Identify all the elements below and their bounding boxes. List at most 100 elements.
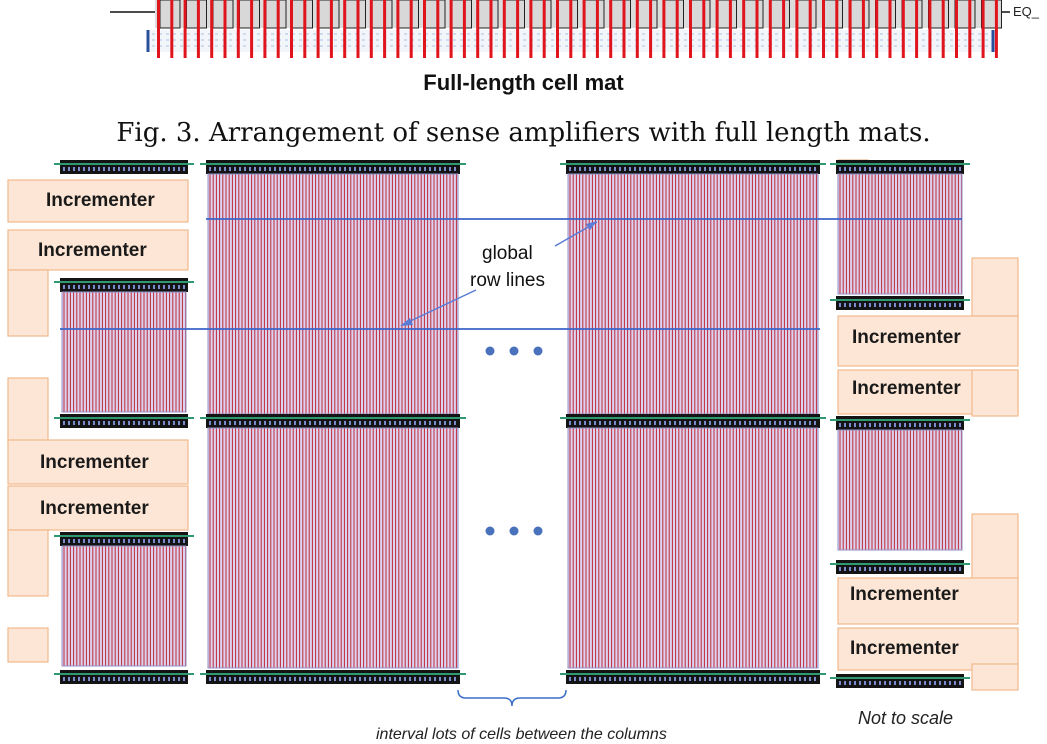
sense-amp-tick	[884, 567, 886, 571]
sense-amp-tick	[589, 677, 591, 681]
sense-amp-tick	[163, 677, 165, 681]
top-strip-red-bar	[848, 0, 852, 58]
sense-amp-tick	[954, 167, 956, 171]
sense-amp-tick	[183, 677, 185, 681]
sense-amp-tick	[654, 421, 656, 425]
cell-mat-border	[61, 291, 187, 413]
sense-amp-tick	[369, 677, 371, 681]
sense-amp-tick	[389, 167, 391, 171]
sense-amp-tick	[63, 285, 65, 289]
sense-amp-tick	[794, 167, 796, 171]
sense-amp-tick	[289, 167, 291, 171]
sense-amp-tick	[954, 567, 956, 571]
cell-mat-bg	[838, 174, 962, 294]
sense-amp-tick	[934, 681, 936, 685]
sense-amp-tick	[229, 677, 231, 681]
sense-amp-tick	[73, 539, 75, 543]
sense-amp-tick	[329, 167, 331, 171]
sense-amp-tick	[108, 285, 110, 289]
sense-amp-tick	[859, 681, 861, 685]
sense-amp-tick	[138, 677, 140, 681]
sense-amp-tick	[814, 421, 816, 425]
cell-mat-bg	[568, 428, 818, 668]
sense-amp-tick	[153, 167, 155, 171]
sense-amp-tick	[899, 681, 901, 685]
sense-amp-tick	[113, 421, 115, 425]
sense-amp-tick	[158, 285, 160, 289]
sense-amp-tick	[729, 167, 731, 171]
top-strip-red-bar	[928, 0, 932, 58]
sense-amp-tick	[304, 677, 306, 681]
sense-amp-tick	[108, 677, 110, 681]
sense-amp-tick	[924, 681, 926, 685]
sense-amp-tick	[704, 421, 706, 425]
sense-amp-tick	[759, 167, 761, 171]
sense-amp-tick	[844, 567, 846, 571]
top-strip-red-bar	[569, 0, 573, 58]
sense-amp-tick	[73, 167, 75, 171]
sense-amp-tick	[594, 677, 596, 681]
sense-amp-tick	[374, 167, 376, 171]
sense-amp-tick	[949, 681, 951, 685]
sense-amp-tick	[103, 677, 105, 681]
top-strip-red-bar	[622, 0, 626, 58]
sense-amp-tick	[884, 423, 886, 427]
sense-amp-tick	[304, 167, 306, 171]
sense-amp-tick	[434, 167, 436, 171]
incrementer-block	[7, 269, 49, 337]
top-strip-red-bar	[755, 0, 759, 58]
incrementer-label: Incrementer	[852, 327, 961, 348]
global-row-lines-label-line1: global	[482, 243, 533, 264]
top-strip-red-bar	[250, 0, 254, 58]
sense-amp-tick	[173, 421, 175, 425]
sense-amp-tick	[264, 167, 266, 171]
sense-amp-tick	[389, 677, 391, 681]
sense-amp-tick	[224, 421, 226, 425]
sense-amp-tick	[664, 677, 666, 681]
sense-amp-tick	[274, 167, 276, 171]
sense-amp-tick	[749, 421, 751, 425]
sense-amp-tick	[439, 167, 441, 171]
top-strip-red-bar	[529, 0, 533, 58]
sense-amp-tick	[744, 677, 746, 681]
top-strip-red-bar	[808, 0, 812, 58]
sense-amp-tick	[959, 167, 961, 171]
sense-amp-tick	[214, 421, 216, 425]
top-strip-red-bar	[489, 0, 493, 58]
sense-amp-tick	[649, 167, 651, 171]
sense-amp-tick	[774, 677, 776, 681]
sense-amp-tick	[854, 681, 856, 685]
sense-amp-tick	[83, 167, 85, 171]
sense-amp-tick	[614, 421, 616, 425]
sense-amp-tick	[724, 167, 726, 171]
sense-amp-tick	[68, 167, 70, 171]
sense-amp-tick	[609, 421, 611, 425]
sense-amp-tick	[314, 167, 316, 171]
sense-amp-tick	[704, 677, 706, 681]
sense-amp-tick	[764, 167, 766, 171]
sense-amp-tick	[294, 677, 296, 681]
top-strip-red-bar	[170, 0, 174, 58]
sense-amp-tick	[299, 421, 301, 425]
sense-amp-tick	[859, 167, 861, 171]
sense-amp-tick	[429, 421, 431, 425]
cell-mat-border	[837, 173, 963, 295]
sense-amp-tick	[809, 677, 811, 681]
sense-amp-tick	[584, 677, 586, 681]
sense-amp-tick	[314, 677, 316, 681]
sense-amp-tick	[889, 423, 891, 427]
sense-amp-tick	[694, 677, 696, 681]
sense-amp-tick	[183, 539, 185, 543]
sense-amp-tick	[153, 677, 155, 681]
global-row-lines-label-line2: row lines	[470, 270, 545, 291]
sense-amp-tick	[219, 677, 221, 681]
incrementer-label: Incrementer	[850, 638, 959, 659]
sense-amp-tick	[93, 677, 95, 681]
top-strip-red-bar	[290, 0, 293, 58]
sense-amp-tick	[644, 421, 646, 425]
sense-amp-tick	[339, 677, 341, 681]
sense-amp-tick	[93, 167, 95, 171]
sense-amp-tick	[944, 167, 946, 171]
sense-amp-tick	[899, 167, 901, 171]
sense-amp-tick	[424, 167, 426, 171]
